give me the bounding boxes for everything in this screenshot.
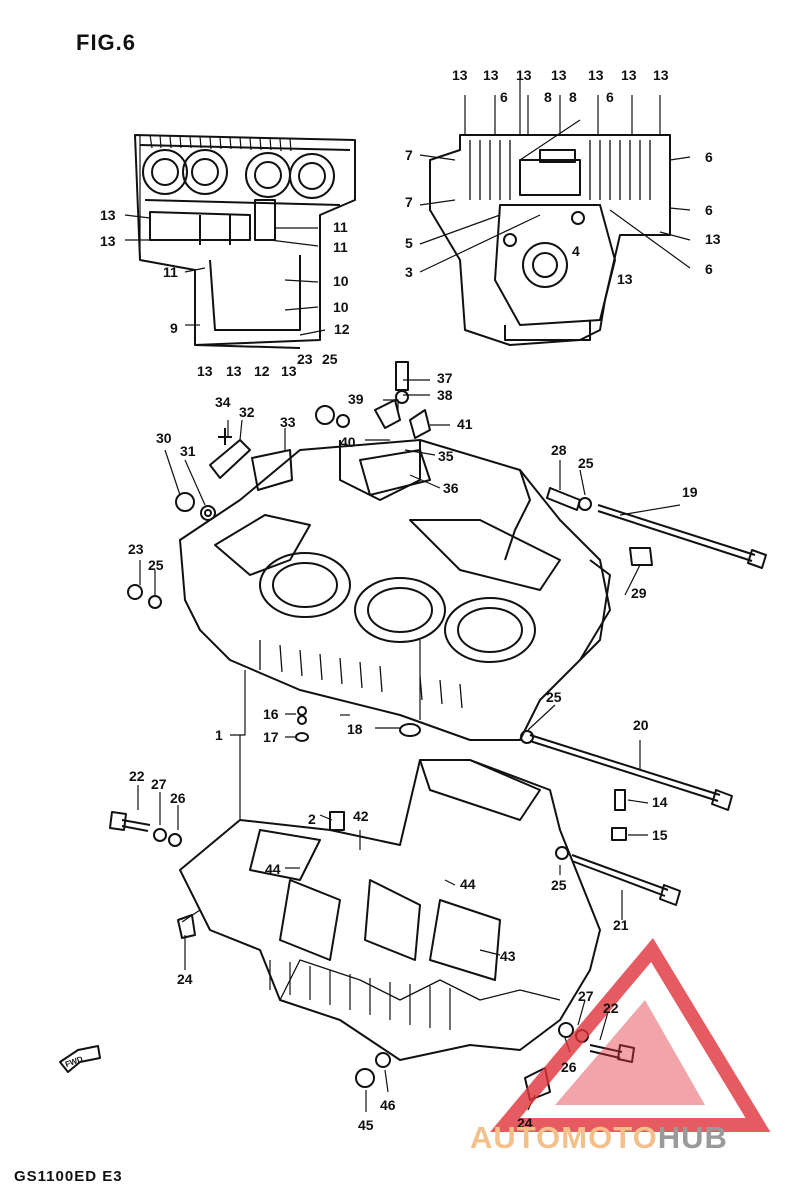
callout: 13: [653, 67, 669, 83]
callout: 39: [348, 391, 364, 407]
callout: 28: [551, 442, 567, 458]
callout: 13: [100, 207, 116, 223]
callout: 24: [517, 1115, 533, 1131]
callout: 7: [405, 194, 413, 210]
callout: 27: [578, 988, 594, 1004]
callout: 45: [358, 1117, 374, 1133]
callout: 11: [333, 239, 348, 255]
callout: 44: [265, 861, 281, 877]
callout: 6: [705, 261, 713, 277]
callout: 5: [405, 235, 413, 251]
callout: 13: [516, 67, 532, 83]
callout: 26: [561, 1059, 577, 1075]
callout: 8: [569, 89, 577, 105]
callout: 34: [215, 394, 231, 410]
callout: 13: [483, 67, 499, 83]
callout: 13: [621, 67, 637, 83]
callout: 25: [578, 455, 594, 471]
fwd-arrow-icon: [59, 1045, 101, 1073]
callout: 12: [254, 363, 270, 379]
callout: 6: [705, 202, 713, 218]
watermark-logo: [489, 938, 771, 1132]
callout: 13: [226, 363, 242, 379]
callout: 12: [334, 321, 350, 337]
long-bolts: [109, 504, 767, 1063]
callout: 37: [437, 370, 453, 386]
callout: 6: [606, 89, 614, 105]
callout: 36: [443, 480, 459, 496]
callout: 42: [353, 808, 369, 824]
callout: 25: [546, 689, 562, 705]
callout: 2: [308, 811, 316, 827]
callout: 13: [281, 363, 297, 379]
callout: 21: [613, 917, 629, 933]
cover-inset: [429, 134, 671, 346]
callout: 31: [180, 443, 196, 459]
callout: 38: [437, 387, 453, 403]
leader-lines: [124, 80, 691, 1112]
callout: 35: [438, 448, 454, 464]
callout: 24: [177, 971, 193, 987]
callout: 13: [100, 233, 116, 249]
callout: 25: [551, 877, 567, 893]
callout: 44: [460, 876, 476, 892]
callout: 25: [148, 557, 164, 573]
callout: 25: [322, 351, 338, 367]
callout: 8: [544, 89, 552, 105]
callout: 16: [263, 706, 279, 722]
small-parts: [127, 361, 653, 1101]
callout: 33: [280, 414, 296, 430]
callout: 3: [405, 264, 413, 280]
callout: 15: [652, 827, 668, 843]
callout: 13: [452, 67, 468, 83]
callout: 19: [682, 484, 698, 500]
upper-crankcase: [179, 439, 611, 741]
watermark-text: AUTOMOTOHUB: [470, 1120, 728, 1156]
callout: 1: [215, 727, 223, 743]
callout: 14: [652, 794, 668, 810]
callout: 10: [333, 299, 349, 315]
callout: 32: [239, 404, 255, 420]
callout: 13: [551, 67, 567, 83]
callout: 46: [380, 1097, 396, 1113]
watermark-part1: AUTOMOTO: [470, 1120, 658, 1155]
watermark-part2: HUB: [657, 1120, 728, 1155]
callout: 11: [333, 219, 348, 235]
callout: 7: [405, 147, 413, 163]
lower-crankcase: [179, 759, 601, 1061]
callout: 41: [457, 416, 473, 432]
model-code: GS1100ED E3: [14, 1168, 123, 1185]
callout: 9: [170, 320, 178, 336]
callout: 23: [128, 541, 144, 557]
callout: 30: [156, 430, 172, 446]
callout: 11: [163, 264, 178, 280]
callout: 18: [347, 721, 363, 737]
callout: 26: [170, 790, 186, 806]
callout: 6: [705, 149, 713, 165]
callout: 40: [340, 434, 356, 450]
callout: 17: [263, 729, 279, 745]
callout: 23: [297, 351, 313, 367]
callout: 27: [151, 776, 167, 792]
callout: 4: [572, 243, 580, 259]
callout: 29: [631, 585, 647, 601]
upper-case-inset: [134, 134, 356, 349]
callout: 22: [129, 768, 145, 784]
callout: 10: [333, 273, 349, 289]
callout: 13: [588, 67, 604, 83]
callout: 13: [617, 271, 633, 287]
callout-labels: 13 13 11 11 11 10 10 12 9 13 13 12 13 13…: [64, 67, 721, 1133]
callout: 43: [500, 948, 516, 964]
callout: 13: [197, 363, 213, 379]
callout: 13: [705, 231, 721, 247]
figure-title: FIG.6: [76, 30, 137, 55]
callout: 6: [500, 89, 508, 105]
callout: 20: [633, 717, 649, 733]
callout: 22: [603, 1000, 619, 1016]
